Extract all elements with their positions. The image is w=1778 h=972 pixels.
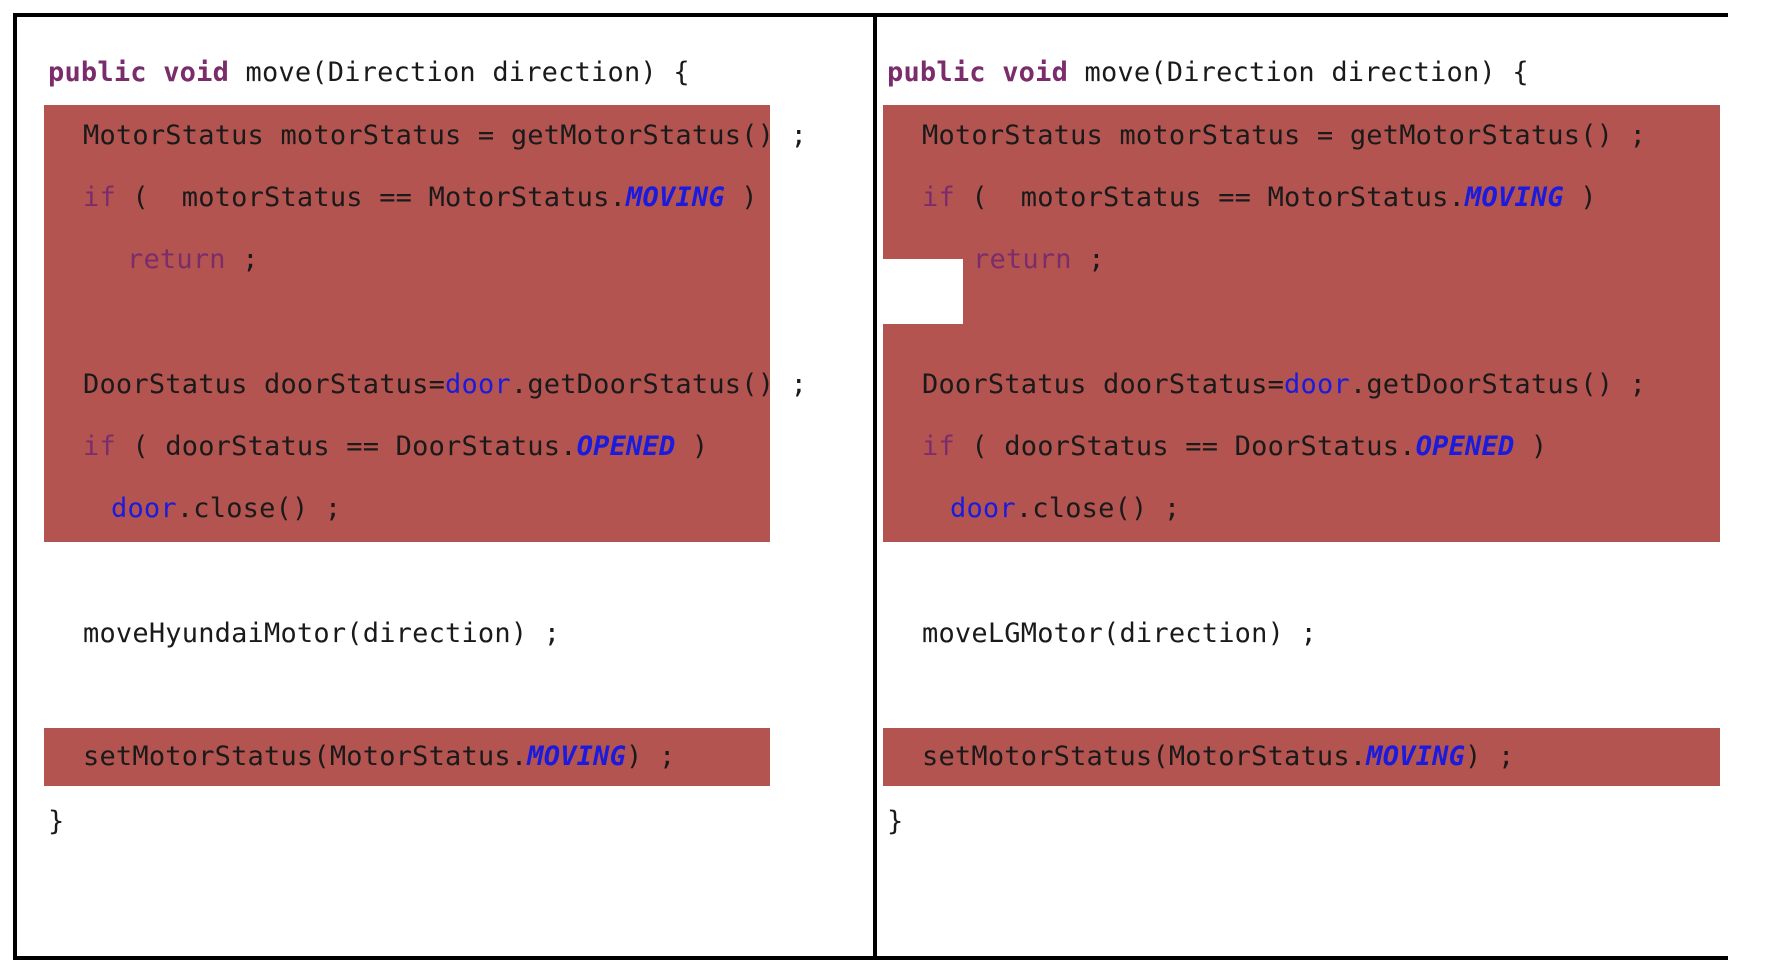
code-line-motor-status-declaration: MotorStatus motorStatus = getMotorStatus… — [922, 120, 1647, 151]
code-line-if-door-opened: if ( doorStatus == DoorStatus.OPENED ) — [922, 431, 1548, 462]
code-line-door-close-call: door.close() ; — [111, 493, 342, 524]
code-line-door-status-declaration: DoorStatus doorStatus=door.getDoorStatus… — [922, 369, 1647, 400]
hyundai-motor-panel: public void move(Direction direction) { … — [17, 17, 873, 956]
code-line-return-statement: return ; — [127, 244, 259, 275]
code-line-set-motor-status-call: setMotorStatus(MotorStatus.MOVING) ; — [922, 741, 1515, 772]
duplicate-code-highlight-bottom — [883, 728, 1720, 786]
code-line-motor-status-declaration: MotorStatus motorStatus = getMotorStatus… — [83, 120, 808, 151]
code-line-move-motor-call: moveHyundaiMotor(direction) ; — [83, 618, 561, 649]
figure-frame-left-edge — [13, 13, 17, 960]
code-line-if-door-opened: if ( doorStatus == DoorStatus.OPENED ) — [83, 431, 709, 462]
method-signature: public void move(Direction direction) { — [887, 59, 1529, 86]
panel-divider — [873, 13, 877, 960]
code-line-if-motor-moving: if ( motorStatus == MotorStatus.MOVING ) — [922, 182, 1597, 213]
method-signature-rest: move(Direction direction) { — [229, 57, 690, 88]
method-signature-rest: move(Direction direction) { — [1068, 57, 1529, 88]
duplicate-code-highlight-bottom — [44, 728, 770, 786]
code-line-if-motor-moving: if ( motorStatus == MotorStatus.MOVING ) — [83, 182, 758, 213]
code-line-move-motor-call: moveLGMotor(direction) ; — [922, 618, 1317, 649]
method-signature: public void move(Direction direction) { — [48, 59, 690, 86]
duplicate-code-highlight-main — [883, 105, 1720, 542]
code-line-closing-brace: } — [48, 806, 65, 837]
keyword-public: public — [48, 57, 147, 88]
keyword-void: void — [163, 57, 230, 88]
code-line-door-close-call: door.close() ; — [950, 493, 1181, 524]
highlight-cutout-notch — [883, 259, 963, 324]
code-line-door-status-declaration: DoorStatus doorStatus=door.getDoorStatus… — [83, 369, 808, 400]
lg-motor-panel: public void move(Direction direction) { … — [877, 17, 1733, 956]
figure-frame — [13, 13, 1728, 960]
code-line-return-statement: return ; — [973, 244, 1105, 275]
keyword-public: public — [887, 57, 986, 88]
duplicate-code-highlight-main — [44, 105, 770, 542]
keyword-void: void — [1002, 57, 1069, 88]
code-line-set-motor-status-call: setMotorStatus(MotorStatus.MOVING) ; — [83, 741, 676, 772]
code-line-closing-brace: } — [887, 806, 904, 837]
